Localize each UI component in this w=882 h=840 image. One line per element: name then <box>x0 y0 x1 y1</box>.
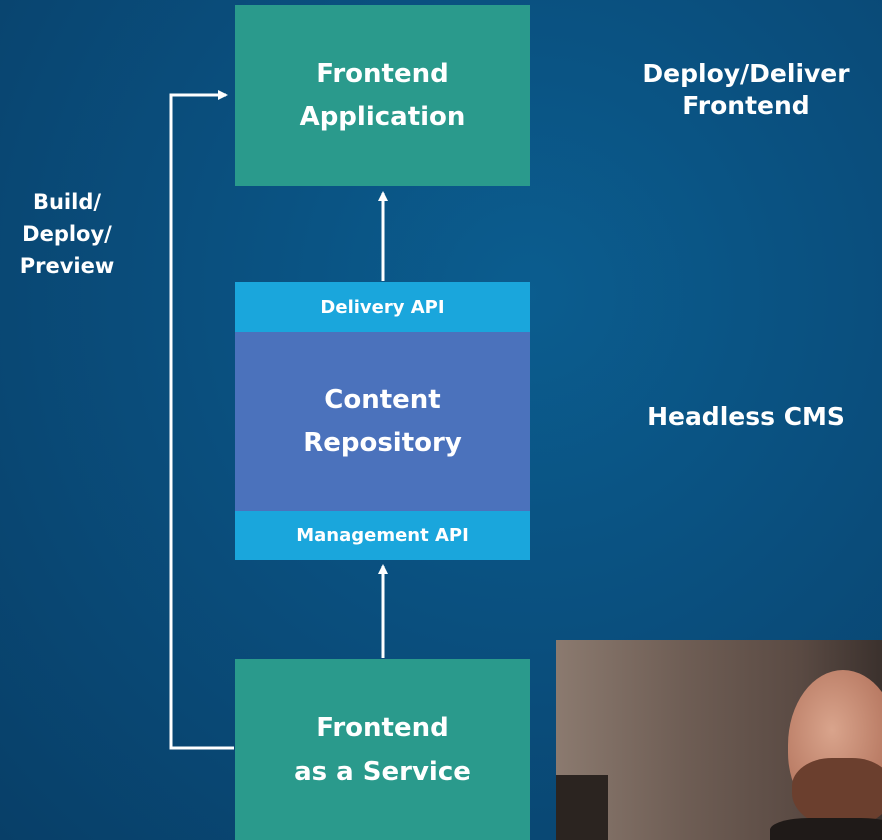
frontend-as-a-service-box: Frontend as a Service <box>235 659 530 840</box>
delivery-api-bar: Delivery API <box>235 282 530 332</box>
headless-cms-label: Headless CMS <box>647 402 845 431</box>
presenter-shirt <box>770 818 882 840</box>
content-repository-box: Content Repository <box>235 332 530 511</box>
management-api-bar: Management API <box>235 511 530 560</box>
build-deploy-preview-label: Build/ Deploy/ Preview <box>19 190 115 278</box>
presenter-beard <box>792 758 882 828</box>
frontend-application-box: Frontend Application <box>235 5 530 186</box>
webcam-picture-frame <box>556 775 608 840</box>
deploy-deliver-frontend-label: Deploy/Deliver Frontend <box>642 59 850 120</box>
webcam-overlay <box>556 640 882 840</box>
arrow-build-deploy-preview-loop <box>169 90 234 750</box>
